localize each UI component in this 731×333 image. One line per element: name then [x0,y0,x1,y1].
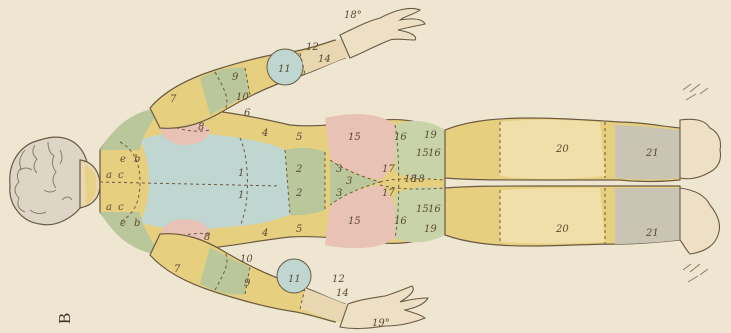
plate-letter: B [55,313,74,324]
label-9-top: 9 [232,72,239,83]
label-7-bot: 7 [174,264,181,275]
label-3-extra: 3 [346,176,352,187]
label-1-top: 1 [238,168,244,179]
head [10,137,100,225]
label-a-top: a [106,170,112,181]
label-12-top: 12 [306,42,319,53]
label-20-top: 20 [555,144,569,155]
leg-lower [445,186,720,254]
label-16-edge-top: 16 [428,148,441,159]
label-21-top: 21 [645,148,659,159]
label-c-top: c [118,170,124,181]
label-7-top: 7 [170,94,177,105]
label-15-edge-bot: 15 [416,148,429,159]
label-17-bot: 17 [382,188,395,199]
label-3-bot: 3 [336,188,342,199]
label-16-edge-bot: 16 [428,204,441,215]
label-e-top: e [120,154,126,165]
label-b-bot: b [134,218,140,229]
leg-upper [445,118,721,182]
label-10-bot: 10 [240,254,253,265]
label-14-top: 14 [318,54,331,65]
label-16-bot: 16 [394,216,407,227]
label-21-bot: 21 [645,228,659,239]
label-hand-top: 18° [344,10,362,21]
label-2-top: 2 [295,164,302,175]
trunk [100,108,445,255]
label-15-edge-top: 15 [416,204,429,215]
label-14-bot: 14 [336,288,349,299]
label-15-top: 15 [348,132,361,143]
label-8-bot: 8 [204,232,210,243]
label-10-top: 10 [236,92,249,103]
label-20-bot: 20 [555,224,569,235]
label-11-bot: 11 [288,274,301,285]
label-17-top: 17 [382,164,395,175]
label-16-top: 16 [394,132,407,143]
label-4-bot: 4 [261,228,268,239]
label-19-top: 19 [424,130,437,141]
label-6-top: 6 [244,108,251,119]
label-4-top: 4 [261,128,268,139]
label-11-top: 11 [278,64,291,75]
label-8-top: 8 [198,122,204,133]
label-15-bot: 15 [348,216,361,227]
label-5-top: 5 [296,132,302,143]
label-e-bot: e [120,218,126,229]
label-c-bot: c [118,202,124,213]
label-18-bot: 18 [412,174,425,185]
label-a-bot: a [106,202,112,213]
label-5-bot: 5 [296,224,302,235]
label-12-bot: 12 [332,274,345,285]
label-9-bot: 9 [244,278,251,289]
label-1-bot: 1 [238,190,244,201]
label-b-top: b [134,154,140,165]
label-2-bot: 2 [295,188,302,199]
label-19-bot: 19 [424,224,437,235]
label-3-top: 3 [336,164,342,175]
label-hand-bot: 19° [372,318,390,329]
